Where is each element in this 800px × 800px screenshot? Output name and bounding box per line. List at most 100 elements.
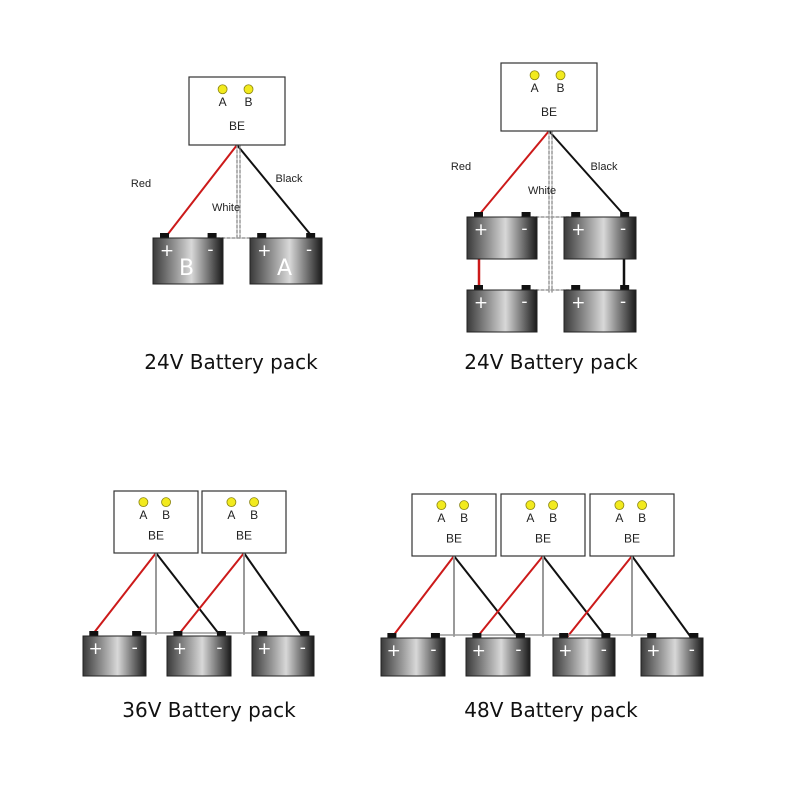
battery: +- — [563, 212, 637, 260]
plus-icon: + — [160, 241, 174, 261]
led-a-icon — [226, 497, 237, 508]
battery-body — [563, 289, 637, 333]
be-box — [113, 490, 199, 554]
be-label: BE — [535, 531, 551, 545]
white-wire-label: White — [212, 202, 240, 214]
be-controller: A B BE — [113, 490, 199, 554]
led-a-label: A — [139, 508, 147, 522]
plus-icon: + — [472, 641, 486, 661]
black-wire-label: Black — [276, 173, 303, 185]
battery-body — [82, 635, 147, 677]
battery-terminal-negative — [132, 631, 142, 637]
caption-48v: 48V Battery pack — [464, 698, 638, 722]
be-box — [500, 62, 598, 132]
battery-letter-label: B — [179, 256, 194, 281]
led-b-icon — [637, 500, 647, 511]
black-wire — [548, 130, 625, 216]
led-a-label: A — [615, 511, 623, 525]
minus-icon: - — [521, 219, 527, 239]
black-wire-label: Black — [591, 161, 618, 173]
plus-icon: + — [257, 241, 271, 261]
red-wire-label: Red — [451, 161, 471, 173]
black-wire — [542, 555, 606, 637]
led-a-icon — [217, 84, 228, 95]
be-label: BE — [148, 528, 164, 542]
black-wire — [236, 144, 311, 235]
red-wire — [477, 555, 544, 637]
be-label: BE — [624, 531, 640, 545]
battery: +- — [563, 285, 637, 333]
red-wire — [567, 555, 633, 637]
battery-body — [166, 635, 232, 677]
led-a-label: A — [227, 508, 235, 522]
battery: +- — [640, 633, 704, 677]
black-wire — [453, 555, 518, 637]
minus-icon: - — [620, 292, 626, 312]
battery-body — [466, 216, 538, 260]
battery-terminal-positive — [258, 631, 268, 637]
battery-terminal-negative — [521, 285, 531, 291]
led-b-icon — [249, 497, 259, 508]
led-b-label: B — [460, 511, 468, 525]
plus-icon: + — [571, 293, 585, 313]
battery-terminal-negative — [620, 212, 630, 218]
white-wire-label: White — [528, 185, 556, 197]
battery-terminal-negative — [515, 633, 525, 639]
battery-terminal-negative — [689, 633, 699, 639]
caption-36v: 36V Battery pack — [122, 698, 296, 722]
red-wire — [167, 144, 238, 235]
minus-icon: - — [515, 640, 521, 660]
led-b-icon — [243, 84, 254, 95]
be-label: BE — [446, 531, 462, 545]
led-a-icon — [436, 500, 447, 511]
battery-terminal-positive — [472, 633, 482, 639]
battery-body — [466, 289, 538, 333]
be-box — [188, 76, 286, 146]
led-b-icon — [161, 497, 171, 508]
minus-icon: - — [306, 240, 312, 260]
led-a-icon — [138, 497, 149, 508]
battery: +- — [466, 212, 538, 260]
led-b-label: B — [250, 508, 258, 522]
battery: +- — [380, 633, 446, 677]
minus-icon: - — [132, 638, 138, 658]
caption-24v-two-battery: 24V Battery pack — [144, 350, 318, 374]
battery-body — [152, 237, 224, 285]
minus-icon: - — [216, 638, 222, 658]
battery: +- — [552, 633, 616, 677]
battery-body — [563, 216, 637, 260]
battery-terminal-positive — [257, 233, 267, 239]
caption-24v-four-battery: 24V Battery pack — [464, 350, 638, 374]
battery: +-B — [152, 233, 224, 285]
minus-icon: - — [601, 640, 607, 660]
be-box — [500, 493, 586, 557]
be-box — [201, 490, 287, 554]
led-b-label: B — [162, 508, 170, 522]
battery: +- — [82, 631, 147, 677]
led-a-icon — [525, 500, 536, 511]
be-label: BE — [236, 528, 252, 542]
battery-terminal-positive — [559, 633, 569, 639]
battery-terminal-positive — [474, 285, 483, 291]
battery-terminal-negative — [601, 633, 611, 639]
battery-body — [249, 237, 323, 285]
battery-body — [465, 637, 531, 677]
led-b-label: B — [638, 511, 646, 525]
plus-icon: + — [387, 641, 401, 661]
led-a-label: A — [219, 95, 227, 109]
battery-terminal-negative — [306, 233, 316, 239]
led-b-icon — [548, 500, 558, 511]
battery-terminal-positive — [89, 631, 99, 637]
red-wire — [178, 552, 245, 635]
battery-letter-label: A — [277, 256, 292, 281]
minus-icon: - — [689, 640, 695, 660]
battery: +- — [465, 633, 531, 677]
red-wire — [392, 555, 455, 637]
battery-terminal-negative — [620, 285, 630, 291]
battery-terminal-positive — [160, 233, 169, 239]
battery-terminal-negative — [430, 633, 440, 639]
led-a-icon — [529, 70, 540, 81]
